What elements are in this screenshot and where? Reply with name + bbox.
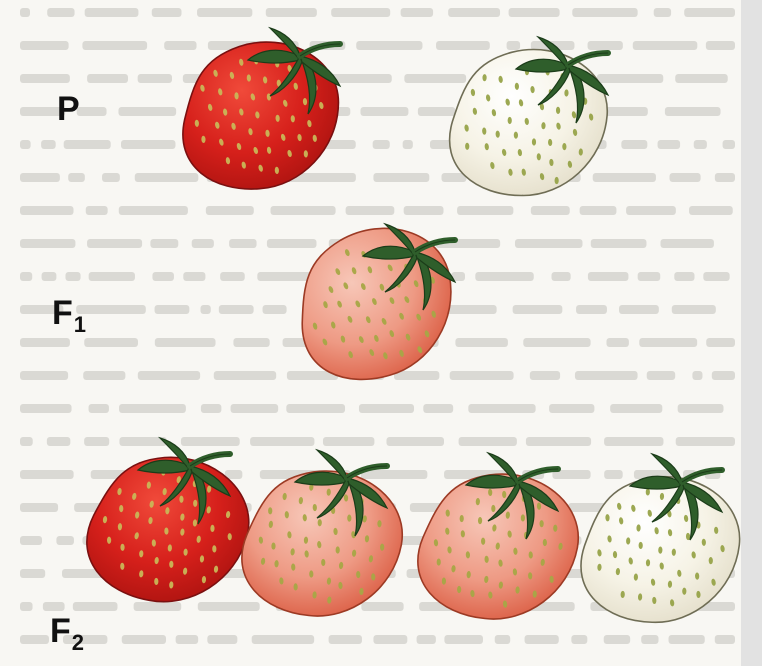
strawberry-f2-pink-1 [222,446,422,626]
label-parental-text: P [57,90,80,128]
label-f1-letter: F [52,294,73,332]
label-f1-subscript: 1 [74,312,86,337]
label-f2-subscript: 2 [72,630,84,655]
strawberry-p-white [428,25,628,205]
strawberry-f2-white [560,452,760,632]
label-parental: P [57,92,80,126]
label-f1: F1 [52,296,86,330]
strawberry-p-red [160,18,360,198]
strawberry-f1-pink [275,206,475,386]
